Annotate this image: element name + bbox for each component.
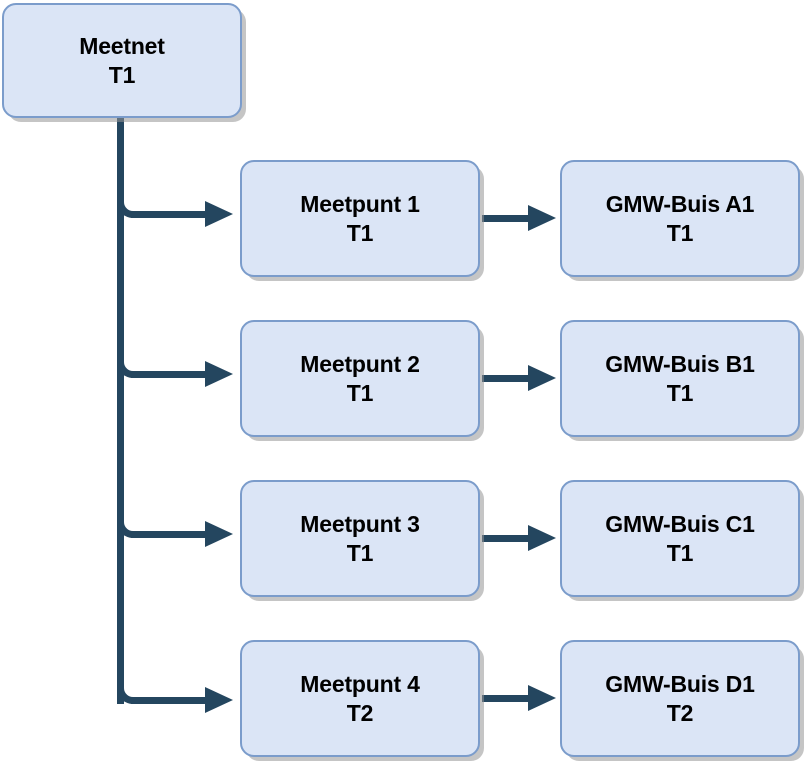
node-gmw-buis-a1-line1: GMW-Buis A1 bbox=[605, 191, 755, 218]
node-meetnet[interactable]: Meetnet T1 bbox=[2, 3, 242, 118]
node-meetpunt-4-line1: Meetpunt 4 bbox=[300, 671, 420, 698]
arrowhead-row3-to-meetpunt bbox=[205, 521, 233, 547]
node-meetpunt-2-line1: Meetpunt 2 bbox=[300, 351, 420, 378]
node-gmw-buis-d1[interactable]: GMW-Buis D1 T2 bbox=[560, 640, 800, 757]
node-gmw-buis-b1[interactable]: GMW-Buis B1 T1 bbox=[560, 320, 800, 437]
connector-shaft-row3-to-buis bbox=[482, 535, 530, 542]
node-gmw-buis-c1-line2: T1 bbox=[666, 539, 694, 566]
arrowhead-row2-to-meetpunt bbox=[205, 361, 233, 387]
connector-shaft-row2-to-buis bbox=[482, 375, 530, 382]
node-gmw-buis-b1-line1: GMW-Buis B1 bbox=[605, 351, 755, 378]
node-gmw-buis-d1-line1: GMW-Buis D1 bbox=[605, 671, 755, 698]
node-meetnet-line1: Meetnet bbox=[79, 33, 165, 60]
arrowhead-row2-to-buis bbox=[528, 365, 556, 391]
node-meetpunt-2[interactable]: Meetpunt 2 T1 bbox=[240, 320, 480, 437]
connector-elbow-row2 bbox=[117, 356, 139, 378]
node-gmw-buis-c1[interactable]: GMW-Buis C1 T1 bbox=[560, 480, 800, 597]
connector-elbow-row4 bbox=[117, 682, 139, 704]
node-gmw-buis-a1-line2: T1 bbox=[666, 219, 694, 246]
node-meetpunt-1-line1: Meetpunt 1 bbox=[300, 191, 420, 218]
node-meetpunt-4-line2: T2 bbox=[346, 699, 374, 726]
node-meetpunt-3-line2: T1 bbox=[346, 539, 374, 566]
arrowhead-row4-to-meetpunt bbox=[205, 687, 233, 713]
connector-elbow-row3 bbox=[117, 516, 139, 538]
arrowhead-row1-to-meetpunt bbox=[205, 201, 233, 227]
node-meetpunt-4[interactable]: Meetpunt 4 T2 bbox=[240, 640, 480, 757]
node-gmw-buis-d1-line2: T2 bbox=[666, 699, 694, 726]
node-meetpunt-3[interactable]: Meetpunt 3 T1 bbox=[240, 480, 480, 597]
node-meetpunt-1-line2: T1 bbox=[346, 219, 374, 246]
connector-shaft-row4 bbox=[131, 697, 207, 704]
connector-shaft-row1 bbox=[131, 211, 207, 218]
connector-shaft-row2 bbox=[131, 371, 207, 378]
arrowhead-row1-to-buis bbox=[528, 205, 556, 231]
connector-shaft-row3 bbox=[131, 531, 207, 538]
node-meetpunt-2-line2: T1 bbox=[346, 379, 374, 406]
node-gmw-buis-b1-line2: T1 bbox=[666, 379, 694, 406]
node-gmw-buis-c1-line1: GMW-Buis C1 bbox=[605, 511, 755, 538]
node-meetpunt-3-line1: Meetpunt 3 bbox=[300, 511, 420, 538]
arrowhead-row4-to-buis bbox=[528, 685, 556, 711]
connector-shaft-row1-to-buis bbox=[482, 215, 530, 222]
connector-shaft-row4-to-buis bbox=[482, 695, 530, 702]
connector-elbow-row1 bbox=[117, 196, 139, 218]
connector-trunk-vertical bbox=[117, 116, 124, 704]
node-gmw-buis-a1[interactable]: GMW-Buis A1 T1 bbox=[560, 160, 800, 277]
node-meetpunt-1[interactable]: Meetpunt 1 T1 bbox=[240, 160, 480, 277]
arrowhead-row3-to-buis bbox=[528, 525, 556, 551]
node-meetnet-line2: T1 bbox=[108, 61, 136, 88]
